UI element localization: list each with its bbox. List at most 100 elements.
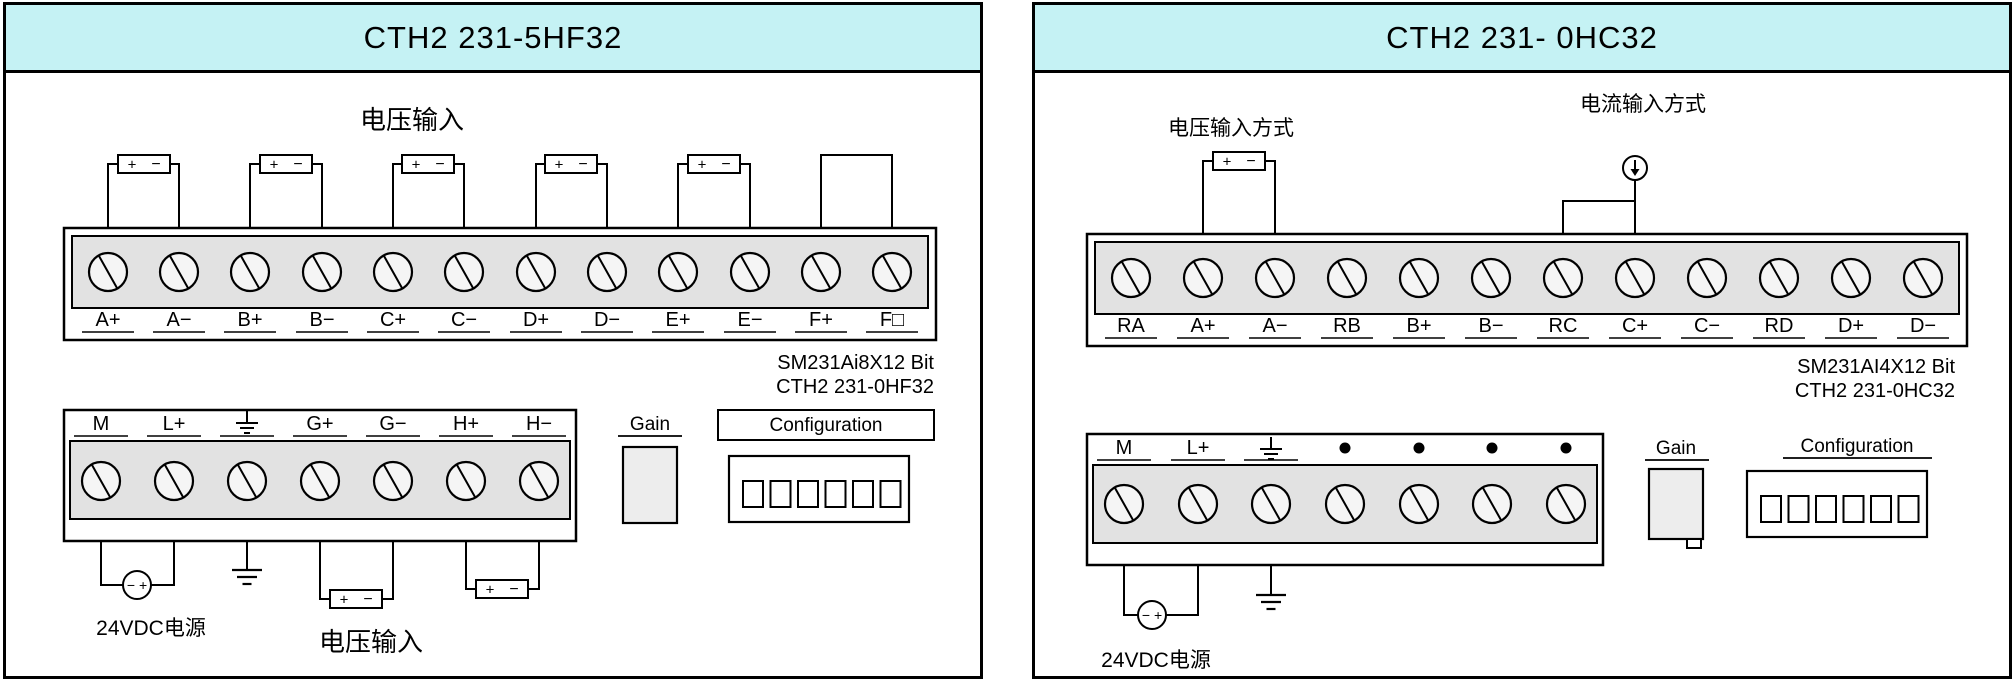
terminal-label: E− [737,309,762,331]
current-mode-label: 电流输入方式 [1580,93,1706,116]
terminal-label: D− [594,309,620,331]
terminal-label: RA [1117,315,1145,337]
terminal-label: M [1116,437,1133,459]
module-panel-left: CTH2 231-5HF32 + − − + [3,2,983,679]
screw-terminal [1182,257,1224,299]
screw-terminal [153,460,195,502]
battery-symbol [117,154,171,175]
terminal-label: A− [1262,315,1287,337]
voltage-mode-label: 电压输入方式 [1168,117,1294,140]
terminal-label: G+ [306,413,333,435]
terminal-label: L+ [163,413,186,435]
screw-terminal [229,251,271,293]
screw-terminal [1471,483,1513,525]
panel-header: CTH2 231- 0HC32 [1035,5,2009,73]
terminal-dot [1486,442,1498,454]
terminal-label: D+ [523,309,549,331]
battery-symbol [259,154,313,175]
screw-terminal [226,460,268,502]
terminal-label: D− [1910,315,1936,337]
screw-terminal [87,251,129,293]
terminal-label: B+ [237,309,262,331]
configuration-block: Configuration [717,409,935,524]
terminal-label: H+ [453,413,479,435]
screw-terminal [586,251,628,293]
screw-terminal [372,460,414,502]
terminal-label: C+ [1622,315,1648,337]
panel-header: CTH2 231-5HF32 [6,5,980,73]
screw-terminal [1326,257,1368,299]
left-panel-svg: + − − + [62,105,938,657]
voltage-input-bottom-label: 电压输入 [319,627,423,657]
screw-terminal [1758,257,1800,299]
lower-wires [1123,565,1272,616]
screw-terminal [1470,257,1512,299]
terminal-label: F+ [809,309,833,331]
screw-terminal [1614,257,1656,299]
screw-terminal [1686,257,1728,299]
terminal-label: F□ [880,309,904,331]
screw-terminal [1254,257,1296,299]
voltage-input-top-label: 电压输入 [360,105,464,135]
configuration-block: Configuration [1745,436,1932,539]
dip-switch [1745,469,1929,539]
screw-terminal [729,251,771,293]
model-line-1: SM231Ai8X12 Bit [777,352,934,374]
screw-terminal [871,251,913,293]
terminal-label: B− [1478,315,1503,337]
screw-terminal [800,251,842,293]
gain-label: Gain [1656,438,1696,459]
screw-terminal [1177,483,1219,525]
screw-terminal [1110,257,1152,299]
screw-terminal [158,251,200,293]
terminal-label: RD [1765,315,1794,337]
screw-terminal [80,460,122,502]
dip-switch [727,454,911,524]
terminal-label: M [93,413,110,435]
screw-terminal [1398,257,1440,299]
gain-label: Gain [630,414,670,435]
terminal-label: D+ [1838,315,1864,337]
terminal-label: H− [526,413,552,435]
battery-symbol [687,154,741,175]
terminal-dot [1339,442,1351,454]
model-line-1: SM231AI4X12 Bit [1797,356,1955,378]
model-line-2: CTH2 231-0HC32 [1795,380,1955,402]
screw-terminal [1103,483,1145,525]
battery-symbol [401,154,455,175]
configuration-label: Configuration [769,415,882,436]
battery-symbol [544,154,598,175]
screw-terminal [1545,483,1587,525]
upper-input-wires [1202,160,1636,234]
screw-terminal [518,460,560,502]
screw-terminal [1250,483,1292,525]
screw-terminal [1902,257,1944,299]
screw-terminal [1542,257,1584,299]
terminal-label: E+ [665,309,690,331]
battery-symbol [329,589,383,610]
battery-symbol [1212,151,1266,172]
configuration-label: Configuration [1800,436,1913,457]
power-supply-symbol [122,570,152,600]
screw-terminal [1830,257,1872,299]
upper-input-wires [107,154,893,228]
power-label: 24VDC电源 [1101,649,1211,672]
current-source-icon [1622,155,1648,181]
model-line-2: CTH2 231-0HF32 [776,376,934,398]
screw-terminal [515,251,557,293]
earth-ground-icon [1254,593,1288,611]
screw-terminal [1324,483,1366,525]
earth-ground-icon [230,568,264,586]
upper-terminal-strip: A+ A− B+ B− C+ C− D+ D− E+ E− F+ F□ [62,226,938,342]
terminal-label: RC [1549,315,1578,337]
upper-terminal-strip: RA A+ A− RB B+ B− RC C+ C− RD D+ D− [1085,232,1969,348]
terminal-label: B+ [1406,315,1431,337]
right-panel-svg: 电压输入方式 电流输入方式 [1085,93,1969,672]
lower-terminal-strip: M L+ [1085,432,1605,567]
lower-wires [100,541,540,600]
screw-terminal [445,460,487,502]
terminal-label: A+ [1190,315,1215,337]
terminal-label: L+ [1187,437,1210,459]
module-panel-right: CTH2 231- 0HC32 电压输入方式 电流输入方式 [1032,2,2012,679]
